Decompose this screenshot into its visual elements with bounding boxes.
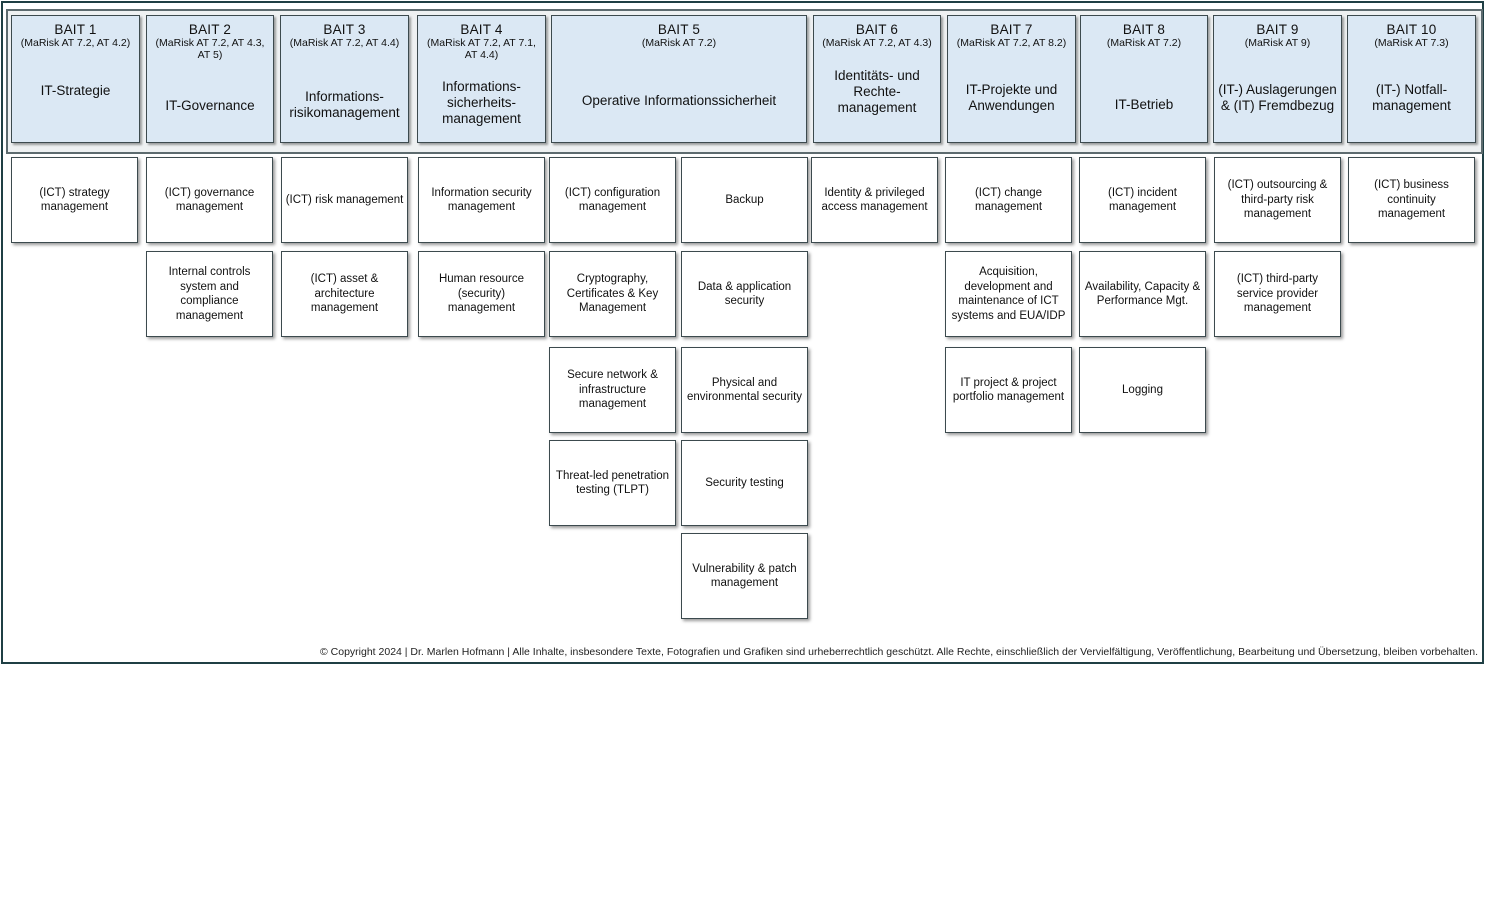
header-bait-8: BAIT 8 (MaRisk AT 7.2) IT-Betrieb xyxy=(1080,15,1208,143)
domain-ict-governance-management: (ICT) governance management xyxy=(146,157,273,243)
domain-ict-asset-architecture: (ICT) asset & architecture management xyxy=(281,251,408,337)
domain-ict-change-management: (ICT) change management xyxy=(945,157,1072,243)
domain-vulnerability-patch-management: Vulnerability & patch management xyxy=(681,533,808,619)
header-bait-4: BAIT 4 (MaRisk AT 7.2, AT 7.1, AT 4.4) I… xyxy=(417,15,546,143)
domain-security-testing: Security testing xyxy=(681,440,808,526)
header-bait-6: BAIT 6 (MaRisk AT 7.2, AT 4.3) Identität… xyxy=(813,15,941,143)
header-title: IT-Strategie xyxy=(40,83,111,98)
header-bait-5: BAIT 5 (MaRisk AT 7.2) Operative Informa… xyxy=(551,15,807,143)
copyright-notice: © Copyright 2024 | Dr. Marlen Hofmann | … xyxy=(320,646,1478,658)
header-ref: (MaRisk AT 7.2, AT 4.3) xyxy=(822,37,932,49)
header-bait-9: BAIT 9 (MaRisk AT 9) (IT-) Auslagerungen… xyxy=(1213,15,1342,143)
header-title: IT-Projekte und Anwendungen xyxy=(965,82,1058,113)
header-bait-7: BAIT 7 (MaRisk AT 7.2, AT 8.2) IT-Projek… xyxy=(947,15,1076,143)
domain-ict-business-continuity: (ICT) business continuity management xyxy=(1348,157,1475,243)
domain-ict-third-party-service-provider: (ICT) third-party service provider manag… xyxy=(1214,251,1341,337)
header-ref: (MaRisk AT 7.2, AT 4.4) xyxy=(289,37,400,49)
header-ref: (MaRisk AT 7.2, AT 7.1, AT 4.4) xyxy=(427,37,536,61)
header-bait-1: BAIT 1 (MaRisk AT 7.2, AT 4.2) IT-Strate… xyxy=(11,15,140,143)
domain-ict-incident-management: (ICT) incident management xyxy=(1079,157,1206,243)
header-ref: (MaRisk AT 7.2) xyxy=(641,37,717,49)
header-code: BAIT 8 xyxy=(1122,22,1166,37)
header-code: BAIT 5 xyxy=(657,22,701,37)
header-code: BAIT 9 xyxy=(1256,22,1299,37)
domain-physical-environmental-security: Physical and environmental security xyxy=(681,347,808,433)
header-bait-10: BAIT 10 (MaRisk AT 7.3) (IT-) Notfall- m… xyxy=(1347,15,1476,143)
domain-human-resource-security: Human resource (security) management xyxy=(418,251,545,337)
domain-logging: Logging xyxy=(1079,347,1206,433)
header-title: IT-Governance xyxy=(165,98,255,113)
header-code: BAIT 10 xyxy=(1386,22,1437,37)
header-ref: (MaRisk AT 7.2, AT 8.2) xyxy=(956,37,1067,49)
header-ref: (MaRisk AT 7.3) xyxy=(1374,37,1449,49)
domain-cryptography-key-management: Cryptography, Certificates & Key Managem… xyxy=(549,251,676,337)
domain-backup: Backup xyxy=(681,157,808,243)
domain-ict-configuration-management: (ICT) configuration management xyxy=(549,157,676,243)
domain-information-security-management: Information security management xyxy=(418,157,545,243)
domain-it-project-portfolio-management: IT project & project portfolio managemen… xyxy=(945,347,1072,433)
header-code: BAIT 6 xyxy=(855,22,899,37)
header-code: BAIT 4 xyxy=(460,22,503,37)
domain-secure-network-infrastructure: Secure network & infrastructure manageme… xyxy=(549,347,676,433)
header-title: (IT-) Notfall- management xyxy=(1372,82,1451,113)
domain-acquisition-development-maintenance: Acquisition, development and maintenance… xyxy=(945,251,1072,337)
header-title: Informations- sicherheits- management xyxy=(442,79,521,126)
header-title: IT-Betrieb xyxy=(1114,97,1174,112)
header-code: BAIT 7 xyxy=(990,22,1033,37)
header-ref: (MaRisk AT 7.2, AT 4.3, AT 5) xyxy=(155,37,265,61)
domain-internal-controls-compliance: Internal controls system and compliance … xyxy=(146,251,273,337)
domain-data-application-security: Data & application security xyxy=(681,251,808,337)
header-code: BAIT 1 xyxy=(54,22,97,37)
domain-identity-privileged-access: Identity & privileged access management xyxy=(811,157,938,243)
domain-availability-capacity-performance: Availability, Capacity & Performance Mgt… xyxy=(1079,251,1206,337)
domain-ict-risk-management: (ICT) risk management xyxy=(281,157,408,243)
header-title: Informations- risikomanagement xyxy=(289,89,400,120)
header-title: Operative Informationssicherheit xyxy=(581,93,777,108)
domain-threat-led-penetration-testing: Threat-led penetration testing (TLPT) xyxy=(549,440,676,526)
header-ref: (MaRisk AT 9) xyxy=(1244,37,1311,49)
header-title: (IT-) Auslagerungen & (IT) Fremdbezug xyxy=(1218,82,1337,113)
header-code: BAIT 2 xyxy=(188,22,232,37)
header-bait-2: BAIT 2 (MaRisk AT 7.2, AT 4.3, AT 5) IT-… xyxy=(146,15,274,143)
header-ref: (MaRisk AT 7.2, AT 4.2) xyxy=(20,37,131,49)
header-title: Identitäts- und Rechte- management xyxy=(834,68,920,115)
domain-ict-outsourcing-third-party-risk: (ICT) outsourcing & third-party risk man… xyxy=(1214,157,1341,243)
header-code: BAIT 3 xyxy=(323,22,366,37)
header-bait-3: BAIT 3 (MaRisk AT 7.2, AT 4.4) Informati… xyxy=(280,15,409,143)
header-ref: (MaRisk AT 7.2) xyxy=(1106,37,1182,49)
domain-ict-strategy-management: (ICT) strategy management xyxy=(11,157,138,243)
